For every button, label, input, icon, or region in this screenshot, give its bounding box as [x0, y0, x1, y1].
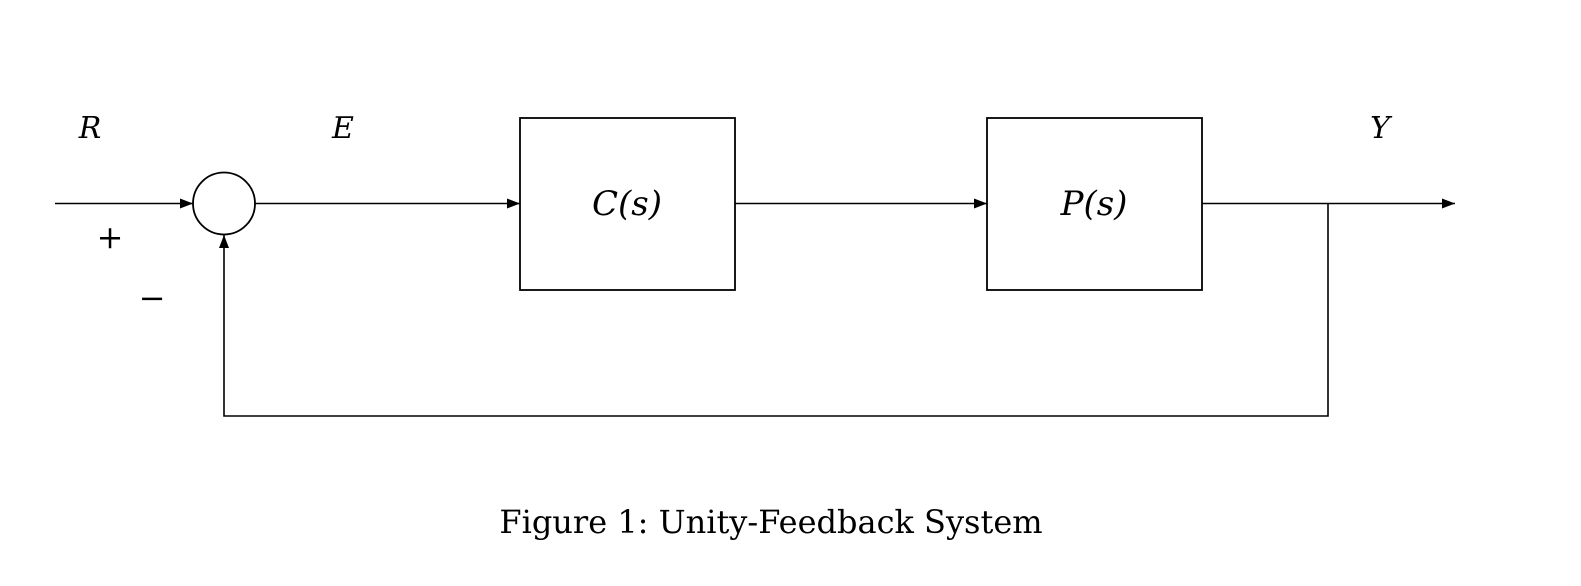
- signal-label-y: Y: [1370, 111, 1393, 146]
- controller-block: [519, 117, 736, 291]
- signal-label-e: E: [331, 111, 354, 146]
- plant-block: [986, 117, 1203, 291]
- feedback-path: [219, 203, 1329, 417]
- signal-label-r: R: [78, 111, 102, 146]
- plant-label: P(s): [1060, 184, 1128, 224]
- minus-sign-label: −: [139, 279, 166, 317]
- plus-sign-label: +: [97, 218, 124, 256]
- summing-junction-circle: [192, 171, 256, 236]
- figure-caption: Figure 1: Unity-Feedback System: [499, 503, 1042, 541]
- controller-label: C(s): [592, 184, 662, 224]
